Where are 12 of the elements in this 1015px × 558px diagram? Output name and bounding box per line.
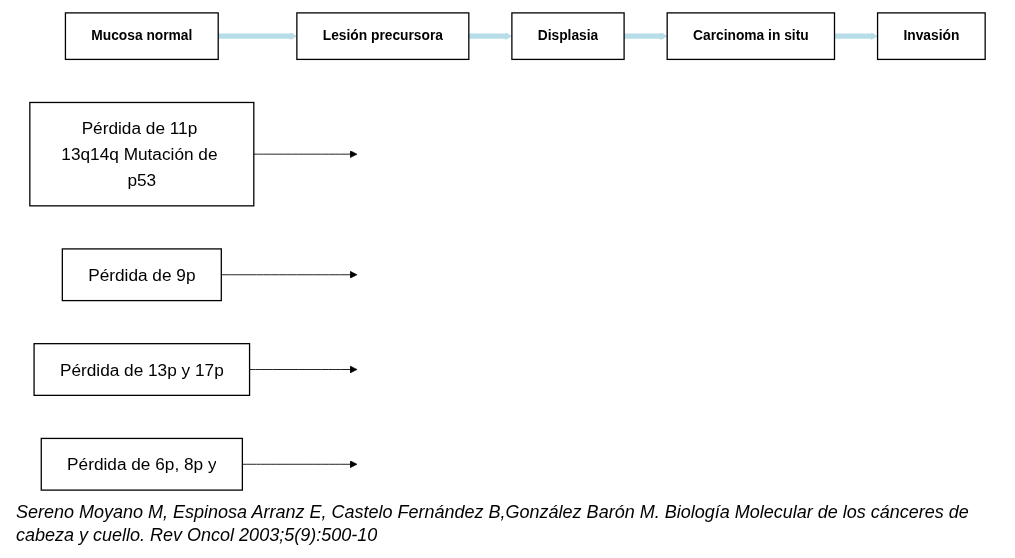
node-box: Mucosa normal xyxy=(64,12,219,61)
arrow xyxy=(834,32,878,40)
node-box: Pérdida de 9p xyxy=(61,248,222,302)
citation-caption: Sereno Moyano M, Espinosa Arranz E, Castelo Fernández B,González Barón M. Biología Molecular de los cánceres de cabeza y cuello. Rev Oncol 2003;5(9):500-10 xyxy=(16,501,970,546)
node-box: Displasia xyxy=(511,12,625,61)
node-box: Pérdida de 6p, 8p y xyxy=(40,437,244,491)
arrow xyxy=(624,32,668,40)
node-box: Invasión xyxy=(876,12,986,61)
node-box: Carcinoma in situ xyxy=(666,12,836,61)
node-box: Pérdida de 11p 13q14q Mutación de p53 xyxy=(29,101,255,207)
node-box: Lesión precursora xyxy=(296,12,470,61)
node-box: Pérdida de 13p y 17p xyxy=(33,343,251,396)
